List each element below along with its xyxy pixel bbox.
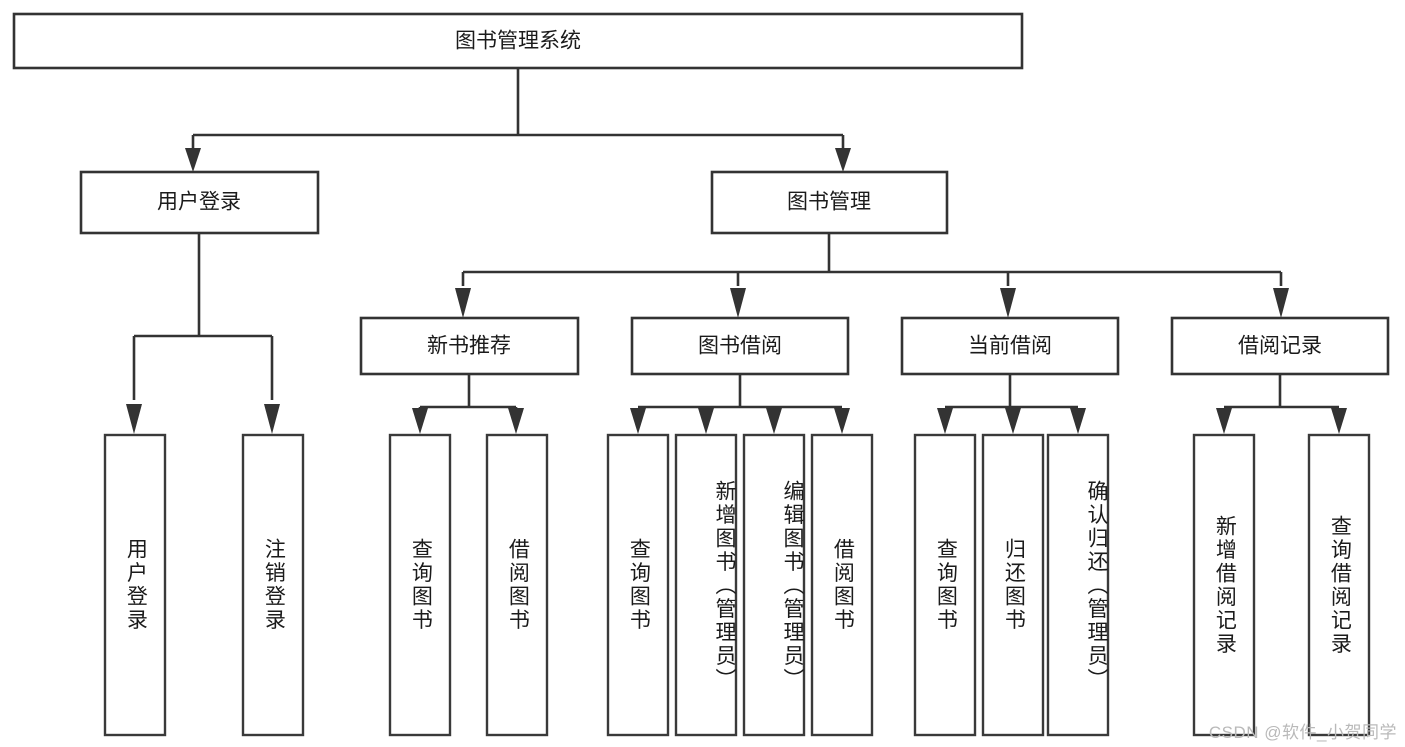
connector-user-login-to-leaves bbox=[126, 233, 280, 434]
node-user-login[interactable] bbox=[79, 170, 320, 235]
arrow-head-icon bbox=[1273, 288, 1289, 318]
connector-book-mgmt-to-level3 bbox=[455, 233, 1289, 318]
arrow-head-icon bbox=[835, 148, 851, 172]
leaf-box-book-borrow-2[interactable] bbox=[742, 433, 806, 737]
arrow-head-icon bbox=[937, 408, 953, 434]
arrow-head-icon bbox=[730, 288, 746, 318]
csdn-watermark: CSDN @软件_小贺同学 bbox=[1208, 723, 1397, 742]
leaf-box-user-login-0[interactable] bbox=[103, 433, 167, 737]
node-new-book-recommend[interactable] bbox=[359, 316, 580, 376]
arrow-head-icon bbox=[1216, 408, 1232, 434]
node-borrow-record[interactable] bbox=[1170, 316, 1390, 376]
arrow-head-icon bbox=[834, 408, 850, 434]
node-book-management-label: 图书管理 bbox=[787, 191, 871, 214]
node-borrow-record-label: 借阅记录 bbox=[1238, 335, 1322, 358]
node-root[interactable] bbox=[12, 12, 1024, 70]
leaf-box-borrow-record-0[interactable] bbox=[1192, 433, 1256, 737]
arrow-head-icon bbox=[1000, 288, 1016, 318]
node-book-borrow[interactable] bbox=[630, 316, 850, 376]
arrow-head-icon bbox=[412, 408, 428, 434]
leaf-box-current-borrow-1[interactable] bbox=[981, 433, 1045, 737]
node-current-borrow[interactable] bbox=[900, 316, 1120, 376]
connector-new-book-to-leaves bbox=[412, 374, 524, 434]
arrow-head-icon bbox=[508, 408, 524, 434]
connector-borrow-record-to-leaves bbox=[1216, 374, 1347, 434]
leaf-box-new-book-0[interactable] bbox=[388, 433, 452, 737]
leaf-box-borrow-record-1[interactable] bbox=[1307, 433, 1371, 737]
leaf-box-book-borrow-1[interactable] bbox=[674, 433, 738, 737]
node-new-book-recommend-label: 新书推荐 bbox=[427, 335, 511, 358]
leaf-box-current-borrow-2[interactable] bbox=[1046, 433, 1110, 737]
arrow-head-icon bbox=[1070, 408, 1086, 434]
connector-root-to-level2 bbox=[185, 68, 851, 172]
leaf-box-user-login-1[interactable] bbox=[241, 433, 305, 737]
arrow-head-icon bbox=[698, 408, 714, 434]
arrow-head-icon bbox=[1331, 408, 1347, 434]
arrow-head-icon bbox=[630, 408, 646, 434]
leaf-box-new-book-1[interactable] bbox=[485, 433, 549, 737]
leaf-box-book-borrow-3[interactable] bbox=[810, 433, 874, 737]
leaf-box-current-borrow-0[interactable] bbox=[913, 433, 977, 737]
arrow-head-icon bbox=[455, 288, 471, 318]
leaf-box-book-borrow-0[interactable] bbox=[606, 433, 670, 737]
arrow-head-icon bbox=[766, 408, 782, 434]
node-current-borrow-label: 当前借阅 bbox=[968, 335, 1052, 358]
arrow-head-icon bbox=[126, 404, 142, 434]
node-user-login-label: 用户登录 bbox=[157, 191, 241, 214]
arrow-head-icon bbox=[185, 148, 201, 172]
connector-book-borrow-to-leaves bbox=[630, 374, 850, 434]
node-book-borrow-label: 图书借阅 bbox=[698, 335, 782, 358]
node-book-management[interactable] bbox=[710, 170, 949, 235]
node-root-label: 图书管理系统 bbox=[455, 30, 581, 53]
arrow-head-icon bbox=[264, 404, 280, 434]
arrow-head-icon bbox=[1005, 408, 1021, 434]
connector-current-borrow-to-leaves bbox=[937, 374, 1086, 434]
